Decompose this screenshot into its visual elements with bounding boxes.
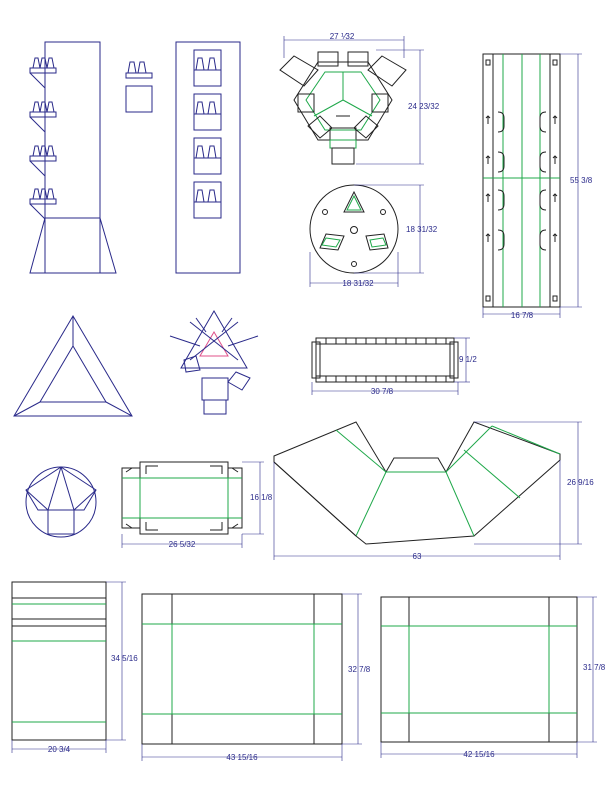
hex-top-width-dim: 27 ⅟32 (283, 32, 405, 58)
shelf-4 (29, 188, 57, 220)
side-bin-2 (193, 93, 222, 131)
disc-width-dim: 18 31/32 (309, 252, 399, 288)
box-a-height-dim: 34 5/16 (106, 581, 138, 741)
dim-label: 43 15/16 (226, 753, 258, 762)
box-b-width-dim: 43 15/16 (141, 744, 343, 762)
sleeve-width-dim: 26 5/32 (121, 534, 243, 549)
dome-dieline (25, 466, 97, 538)
shelf-1 (29, 57, 57, 89)
dim-label: 42 15/16 (463, 750, 495, 759)
tall-panel-height-dim: 55 3/8 (560, 53, 593, 308)
wing-dieline (273, 421, 561, 545)
hex-top-height-dim: 24 23/32 (356, 49, 440, 165)
dim-label: 26 9/16 (567, 478, 594, 487)
dim-label: 16 1/8 (250, 493, 273, 502)
box-c-dieline (380, 596, 578, 743)
box-a-dieline (11, 581, 107, 741)
box-b-height-dim: 32 7/8 (342, 593, 371, 745)
hex-top-dieline (279, 51, 407, 165)
shelf-2 (29, 101, 57, 133)
side-bin-3 (193, 137, 222, 175)
shelf-detail (125, 61, 153, 113)
dim-label: 34 5/16 (111, 654, 138, 663)
dim-label: 55 3/8 (570, 176, 593, 185)
dim-label: 16 7/8 (511, 311, 534, 320)
dim-label: 24 23/32 (408, 102, 440, 111)
triangle-tray (13, 315, 133, 417)
dim-label: 32 7/8 (348, 665, 371, 674)
box-a-width-dim: 20 3/4 (11, 740, 107, 754)
sleeve-dieline (121, 461, 243, 535)
box-c-height-dim: 31 7/8 (577, 596, 606, 743)
wing-width-dim: 63 (273, 460, 561, 561)
tray-width-dim: 30 7/8 (311, 382, 459, 396)
shelf-3 (29, 145, 57, 177)
side-bin-1 (193, 49, 222, 87)
dim-label: 27 ⅟32 (330, 32, 355, 41)
side-bin-4 (193, 181, 222, 219)
dim-label: 30 7/8 (371, 387, 394, 396)
dim-label: 31 7/8 (583, 663, 606, 672)
dim-label: 63 (413, 552, 422, 561)
display-tower-side (175, 41, 241, 274)
tall-panel-dieline (482, 53, 561, 308)
dim-label: 26 5/32 (169, 540, 196, 549)
disc-dieline (309, 184, 399, 274)
dim-label: 9 1/2 (459, 355, 477, 364)
box-c-width-dim: 42 15/16 (380, 742, 578, 759)
display-tower-front (29, 41, 117, 274)
dim-label: 18 31/32 (342, 279, 374, 288)
dim-label: 18 31/32 (406, 225, 438, 234)
disc-height-dim: 18 31/32 (354, 184, 438, 274)
triangle-dieline (169, 310, 259, 415)
tray-dieline (311, 337, 459, 383)
tall-panel-width-dim: 16 7/8 (482, 307, 561, 320)
wing-height-dim: 26 9/16 (474, 421, 594, 545)
tray-height-dim: 9 1/2 (454, 337, 477, 383)
dim-label: 20 3/4 (48, 745, 71, 754)
sleeve-height-dim: 16 1/8 (242, 461, 273, 535)
box-b-dieline (141, 593, 343, 745)
